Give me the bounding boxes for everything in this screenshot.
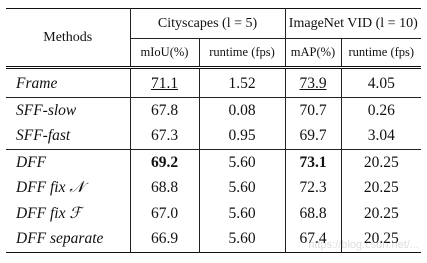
table-row: DFF fix 𝒩 68.8 5.60 72.3 20.25 — [6, 175, 421, 201]
fps1-cell: 1.52 — [199, 67, 286, 98]
table-row: Frame 71.1 1.52 73.9 4.05 — [6, 67, 422, 98]
miou-cell: 66.9 — [130, 226, 200, 253]
cityscapes-group-header: Cityscapes (l = 5) — [130, 8, 286, 39]
fps2-cell: 20.25 — [363, 230, 399, 248]
miou-header: mIoU(%) — [130, 38, 200, 68]
runtime-fps-header-2: runtime (fps) — [341, 38, 422, 68]
miou-cell: 67.0 — [130, 201, 200, 227]
method-cell: SFF-slow — [6, 97, 131, 124]
fps1-cell: 5.60 — [199, 226, 286, 253]
map-cell: 73.1 — [285, 149, 342, 176]
methods-header: Methods — [6, 8, 131, 69]
table-row: DFF separate 66.9 5.60 67.4 20.25 — [6, 226, 422, 253]
fps2-cell: 0.26 — [367, 101, 395, 119]
fps1-cell: 0.08 — [199, 97, 286, 124]
fps1-cell: 5.60 — [199, 201, 286, 227]
method-cell: Frame — [6, 67, 131, 98]
map-cell: 73.9 — [285, 67, 342, 98]
map-cell: 69.7 — [285, 123, 342, 150]
miou-cell: 71.1 — [130, 67, 200, 98]
map-cell: 67.4 — [285, 226, 342, 253]
method-cell: DFF — [6, 149, 131, 176]
runtime-fps-header-1: runtime (fps) — [199, 38, 286, 68]
fps2-cell: 20.25 — [363, 179, 399, 197]
fps2-cell: 3.04 — [367, 127, 395, 145]
map-cell: 72.3 — [285, 175, 342, 201]
method-cell: DFF fix 𝒩 — [6, 175, 131, 201]
map-cell: 70.7 — [285, 97, 342, 124]
fps2-cell: 20.25 — [363, 204, 399, 222]
fps1-cell: 0.95 — [199, 123, 286, 150]
imagenet-group-header: ImageNet VID (l = 10) — [288, 15, 418, 31]
miou-cell: 67.3 — [130, 123, 200, 150]
method-cell: SFF-fast — [6, 123, 131, 150]
table-row: DFF fix ℱ 67.0 5.60 68.8 20.25 — [6, 201, 421, 227]
fps1-cell: 5.60 — [199, 149, 286, 176]
table-row: SFF-slow 67.8 0.08 70.7 0.26 — [6, 97, 421, 124]
results-table-container: Methods Cityscapes (l = 5) ImageNet VID … — [6, 8, 422, 253]
fps1-cell: 5.60 — [199, 175, 286, 201]
miou-cell: 69.2 — [130, 149, 200, 176]
fps2-cell: 4.05 — [367, 75, 395, 92]
method-cell: DFF separate — [6, 226, 131, 253]
results-table: Methods Cityscapes (l = 5) ImageNet VID … — [6, 8, 422, 253]
fps2-cell: 20.25 — [363, 153, 399, 171]
map-cell: 68.8 — [285, 201, 342, 227]
table-row: SFF-fast 67.3 0.95 69.7 3.04 — [6, 123, 422, 150]
table-row: DFF 69.2 5.60 73.1 20.25 — [6, 149, 421, 176]
miou-cell: 67.8 — [130, 97, 200, 124]
miou-cell: 68.8 — [130, 175, 200, 201]
method-cell: DFF fix ℱ — [6, 201, 131, 227]
map-header: mAP(%) — [285, 38, 342, 68]
